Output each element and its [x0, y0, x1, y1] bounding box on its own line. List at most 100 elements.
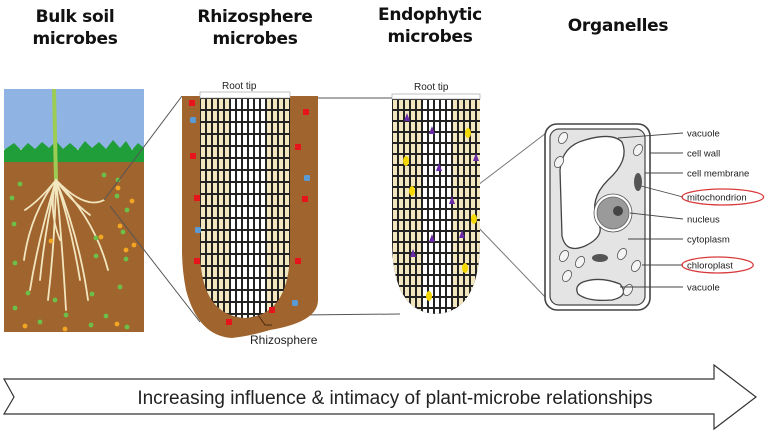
root-cell	[285, 99, 289, 109]
root-cell	[249, 159, 253, 169]
chloroplast	[633, 144, 643, 156]
root-cell	[285, 231, 289, 241]
root-cell	[255, 159, 259, 169]
root-cell	[447, 166, 451, 175]
root-cell	[411, 265, 415, 274]
root-cell	[441, 309, 445, 314]
root-cell	[267, 207, 271, 217]
root-cell	[279, 135, 283, 145]
root-cell	[243, 291, 247, 301]
root-cell	[399, 133, 403, 142]
root-cell	[399, 155, 403, 164]
root-cell	[453, 243, 457, 252]
root-cell	[465, 166, 469, 175]
root-cell	[237, 147, 241, 157]
root-cell	[225, 303, 229, 313]
root-cell	[399, 144, 403, 153]
root-cell	[429, 309, 433, 314]
root-cell	[255, 171, 259, 181]
root-cell	[459, 133, 463, 142]
root-cell	[285, 219, 289, 229]
root-cell	[231, 135, 235, 145]
root-cell	[249, 111, 253, 121]
root-cell	[471, 199, 475, 208]
root-cell	[441, 265, 445, 274]
root-cell	[399, 309, 403, 314]
root-cell	[231, 207, 235, 217]
orange-microbe	[115, 185, 121, 191]
root-cell	[219, 195, 223, 205]
root-cell	[249, 267, 253, 277]
root-cell	[267, 135, 271, 145]
root-cell	[207, 267, 211, 277]
root-cell	[465, 287, 469, 296]
root-cell	[279, 195, 283, 205]
root-cell	[411, 298, 415, 307]
root-cell	[285, 171, 289, 181]
root-cell	[411, 111, 415, 120]
organelle-label-chloroplast: chloroplast	[687, 261, 733, 272]
root-cell	[273, 159, 277, 169]
root-cell	[219, 207, 223, 217]
root-cell	[417, 243, 421, 252]
root-cell	[267, 123, 271, 133]
endophytic-panel: Root tip	[391, 82, 481, 314]
root-cell	[429, 177, 433, 186]
root-cell	[231, 243, 235, 253]
root-cell	[231, 183, 235, 193]
root-cell	[405, 243, 409, 252]
root-cell	[261, 243, 265, 253]
root-cell	[411, 166, 415, 175]
root-cell	[435, 144, 439, 153]
root-cell	[213, 159, 217, 169]
root-cell	[261, 171, 265, 181]
root-cell	[405, 122, 409, 131]
green-microbe	[114, 193, 120, 199]
root-cell	[219, 303, 223, 313]
root-cell	[447, 298, 451, 307]
chloroplast	[575, 256, 585, 268]
root-cell	[285, 123, 289, 133]
red-microbe	[190, 153, 196, 159]
green-microbe	[120, 229, 126, 235]
organelles-title-text: Organelles	[567, 16, 669, 36]
root-cell	[237, 315, 241, 318]
root-cell	[411, 155, 415, 164]
root-tip-bracket	[199, 91, 291, 99]
root-cell	[225, 219, 229, 229]
root-cell	[411, 243, 415, 252]
root-cell	[477, 144, 480, 153]
root-cell	[435, 100, 439, 109]
endophytic-title-line1: Endophytic	[378, 5, 482, 25]
progress-arrow: Increasing influence & intimacy of plant…	[2, 363, 757, 431]
root-cell	[213, 219, 217, 229]
root-cell	[393, 276, 397, 285]
root-cell	[243, 135, 247, 145]
green-microbe	[11, 221, 17, 227]
root-cell	[249, 255, 253, 265]
root-cell	[393, 166, 397, 175]
root-cell	[219, 171, 223, 181]
root-cell	[285, 159, 289, 169]
label-leader	[640, 185, 684, 198]
root-cell	[243, 111, 247, 121]
root-cell	[213, 111, 217, 121]
root-cell	[405, 199, 409, 208]
root-cell	[453, 166, 457, 175]
root-cell	[393, 243, 397, 252]
organelle-label-nucleus: nucleus	[687, 215, 720, 226]
root-cell	[453, 210, 457, 219]
root-cell	[471, 276, 475, 285]
root-cell	[477, 254, 480, 263]
root-cell	[453, 232, 457, 241]
root-cell	[417, 133, 421, 142]
root-cell	[465, 276, 469, 285]
root-cell	[417, 276, 421, 285]
root-cell	[201, 267, 205, 277]
root-cell	[279, 111, 283, 121]
root-cell	[255, 231, 259, 241]
root-cell	[453, 133, 457, 142]
root-cell	[399, 254, 403, 263]
root-cell	[477, 133, 480, 142]
root-cell	[405, 166, 409, 175]
